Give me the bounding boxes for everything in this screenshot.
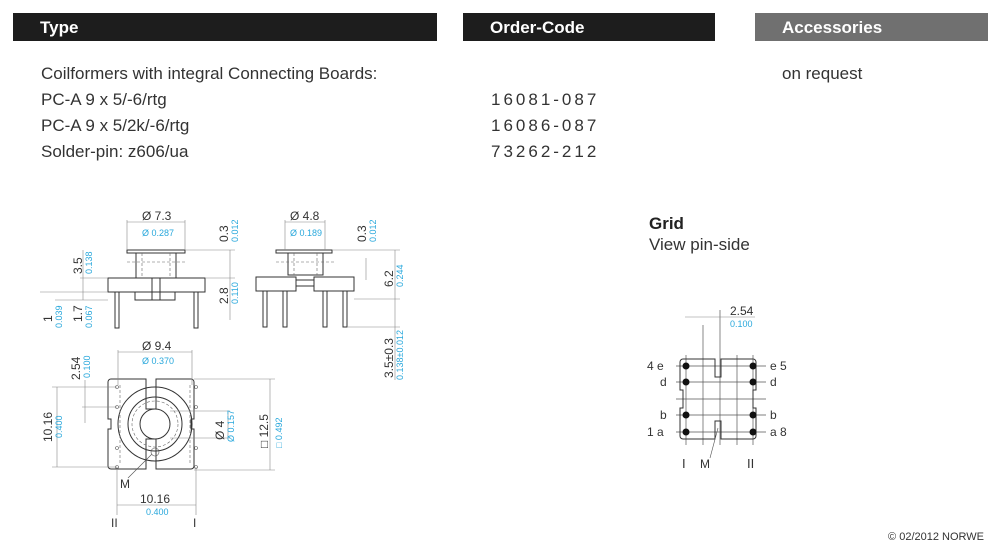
pin-dot <box>682 362 690 370</box>
pin-dot <box>682 428 690 436</box>
header-accessories: Accessories <box>755 13 988 41</box>
pin-label-left: 4 e <box>647 359 664 373</box>
svg-text:0.100: 0.100 <box>82 355 92 378</box>
grid-labels: 4 e d b 1 a e 5 d b a 8 I M II <box>647 359 787 471</box>
svg-text:I: I <box>682 456 686 471</box>
svg-text:1: 1 <box>41 315 55 322</box>
svg-text:0.012: 0.012 <box>230 219 240 242</box>
svg-text:1.7: 1.7 <box>71 305 85 322</box>
grid-title: Grid <box>649 214 684 233</box>
pin-label-right: a 8 <box>770 425 787 439</box>
svg-text:0.3: 0.3 <box>217 225 231 242</box>
pin-label-left: d <box>660 375 667 389</box>
svg-text:10.16: 10.16 <box>41 412 55 442</box>
pin-dot <box>682 411 690 419</box>
svg-text:I: I <box>193 516 196 530</box>
svg-text:II: II <box>747 456 754 471</box>
svg-text:Ø 0.157: Ø 0.157 <box>226 410 236 442</box>
dim-diameter: Ø 7.3 <box>142 209 172 223</box>
svg-text:M: M <box>700 457 710 471</box>
grid-subtitle: View pin-side <box>649 235 750 254</box>
dim-diameter-inch: Ø 0.189 <box>290 228 322 238</box>
dim-diameter: Ø 4.8 <box>290 209 320 223</box>
svg-text:2.8: 2.8 <box>217 287 231 304</box>
order-code: 16086-087 <box>491 116 600 135</box>
svg-text:0.138: 0.138 <box>84 251 94 274</box>
svg-text:3.5: 3.5 <box>71 257 85 274</box>
svg-text:3.5±0.3: 3.5±0.3 <box>382 338 396 378</box>
pin-label-right: b <box>770 408 777 422</box>
side-view-2-labels: 0.3 0.012 6.2 0.244 3.5±0.3 0.138±0.012 <box>355 219 405 380</box>
svg-text:□ 0.492: □ 0.492 <box>274 418 284 448</box>
top-view-labels: Ø 9.4 Ø 0.370 2.54 0.100 10.16 0.400 Ø 4… <box>41 339 284 530</box>
pin-label-right: d <box>770 375 777 389</box>
top-view <box>52 350 275 515</box>
svg-text:Ø 0.370: Ø 0.370 <box>142 356 174 366</box>
svg-text:II: II <box>111 516 118 530</box>
pin-dot <box>749 411 757 419</box>
grid-pitch-inch: 0.100 <box>730 319 753 329</box>
side-view-2: Ø 4.8 Ø 0.189 <box>255 209 400 380</box>
side-view-1: Ø 7.3 Ø 0.287 <box>40 209 235 329</box>
type-row: PC-A 9 x 5/-6/rtg <box>41 90 167 109</box>
pin-label-left: 1 a <box>647 425 664 439</box>
svg-text:Ø 9.4: Ø 9.4 <box>142 339 172 353</box>
svg-text:0.110: 0.110 <box>230 282 240 304</box>
grid-pins <box>682 362 757 436</box>
svg-text:M: M <box>120 477 130 491</box>
svg-text:0.400: 0.400 <box>146 507 169 517</box>
svg-text:0.039: 0.039 <box>54 305 64 328</box>
side-view-1-labels: 0.3 0.012 3.5 0.138 2.8 0.110 1 0.039 1.… <box>41 219 240 328</box>
svg-text:10.16: 10.16 <box>140 492 170 506</box>
grid-pitch: 2.54 <box>730 304 754 318</box>
svg-text:2.54: 2.54 <box>69 356 83 380</box>
svg-text:0.012: 0.012 <box>368 219 378 242</box>
svg-text:□ 12.5: □ 12.5 <box>257 414 271 448</box>
pin-dot <box>749 362 757 370</box>
svg-text:6.2: 6.2 <box>382 270 396 287</box>
pin-dot <box>749 378 757 386</box>
svg-text:0.3: 0.3 <box>355 225 369 242</box>
pin-label-right: e 5 <box>770 359 787 373</box>
copyright: © 02/2012 NORWE <box>888 531 984 543</box>
pin-label-left: b <box>660 408 667 422</box>
header-order-code: Order-Code <box>463 13 715 41</box>
header-type: Type <box>13 13 437 41</box>
type-row: Solder-pin: z606/ua <box>41 142 189 161</box>
svg-text:0.400: 0.400 <box>54 415 64 438</box>
pin-dot <box>749 428 757 436</box>
svg-text:Ø 4: Ø 4 <box>213 420 227 440</box>
pin-dot <box>682 378 690 386</box>
svg-text:0.138±0.012: 0.138±0.012 <box>395 330 405 380</box>
dim-diameter-inch: Ø 0.287 <box>142 228 174 238</box>
accessories-text: on request <box>782 64 863 83</box>
svg-text:0.067: 0.067 <box>84 305 94 328</box>
svg-text:0.244: 0.244 <box>395 264 405 287</box>
order-code: 16081-087 <box>491 90 600 109</box>
order-code: 73262-212 <box>491 142 600 161</box>
type-row-heading: Coilformers with integral Connecting Boa… <box>41 64 378 83</box>
type-row: PC-A 9 x 5/2k/-6/rtg <box>41 116 190 135</box>
